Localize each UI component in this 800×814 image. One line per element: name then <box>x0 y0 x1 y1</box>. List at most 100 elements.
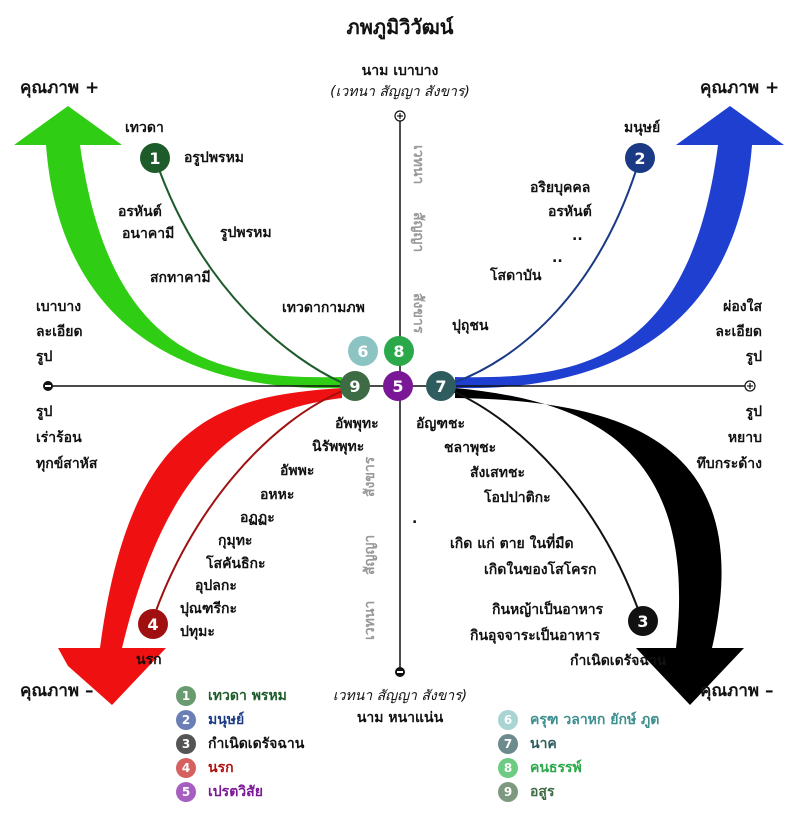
quality-plus-left: คุณภาพ + <box>20 78 99 98</box>
svg-text:2: 2 <box>634 149 645 168</box>
animal-branch-line <box>449 389 643 621</box>
right-top-side-2: ละเอียด <box>715 324 762 340</box>
human-item-1: อริยบุคคล <box>530 180 590 196</box>
left-bottom-side-1: รูป <box>36 404 53 420</box>
animal-item-3: สังเสทชะ <box>470 465 525 481</box>
deva-item-4: รูปพรหม <box>220 225 272 241</box>
vertical-label-top-3: สังขาร <box>410 293 426 334</box>
legend-dot-3: 3 <box>176 734 196 754</box>
red-quality-arrow <box>58 388 342 705</box>
deva-item-2: อรหันต์ <box>118 203 162 220</box>
center-dot: . <box>412 511 417 527</box>
legend-dot-6: 6 <box>498 710 518 730</box>
legend-item-9: 9 อสูร <box>498 781 554 803</box>
legend-item-3: 3 กำเนิดเดรัจฉาน <box>176 733 304 755</box>
node-9: 9 <box>340 371 370 401</box>
legend-label-9: อสูร <box>530 784 555 800</box>
animal-branch-name: กำเนิดเดรัจฉาน <box>570 653 667 669</box>
right-top-side-1: ผ่องใส <box>723 297 762 315</box>
left-top-side-3: รูป <box>36 349 53 365</box>
blue-quality-arrow <box>455 106 784 389</box>
legend-label-3: กำเนิดเดรัจฉาน <box>208 736 305 752</box>
black-quality-arrow <box>455 388 744 705</box>
legend-item-8: 8 คนธรรพ์ <box>498 757 582 779</box>
human-branch-line <box>449 157 641 385</box>
left-bottom-side-2: เร่าร้อน <box>36 430 82 446</box>
hell-item-8: อุปลกะ <box>195 578 237 594</box>
axis-end-bottom <box>395 667 405 677</box>
legend-dot-2: 2 <box>176 710 196 730</box>
svg-text:6: 6 <box>357 342 368 361</box>
legend-label-6: ครุฑ วลาหก ยักษ์ ภูต <box>530 712 660 728</box>
hell-item-5: อฏฏะ <box>240 510 275 526</box>
legend-item-1: 1 เทวดา พรหม <box>176 685 287 707</box>
axis-end-top <box>394 110 406 122</box>
legend-item-5: 5 เปรตวิสัย <box>176 781 263 803</box>
bottom-axis-title: นาม หนาแน่น <box>357 710 444 726</box>
hell-item-9: ปุณฑรีกะ <box>180 601 237 617</box>
quality-minus-left: คุณภาพ – <box>20 681 94 701</box>
top-axis-subtitle: (เวทนา สัญญา สังขาร) <box>330 84 470 100</box>
node-2: 2 <box>625 143 655 173</box>
legend-item-4: 4 นรก <box>176 757 234 779</box>
right-top-side-3: รูป <box>746 349 763 365</box>
axis-end-right <box>744 380 756 392</box>
deva-item-1: อรูปพรหม <box>184 150 244 166</box>
hell-branch-name: นรก <box>136 652 162 668</box>
vertical-label-top-1: เวทนา <box>410 145 426 184</box>
human-item-3: .. <box>572 228 583 244</box>
legend-dot-4: 4 <box>176 758 196 778</box>
right-bottom-side-2: หยาบ <box>728 430 762 446</box>
vertical-label-bottom-3: เวทนา <box>362 601 378 640</box>
hell-item-7: โสคันธิกะ <box>205 554 266 572</box>
deva-branch-name: เทวดา <box>125 120 164 136</box>
quality-plus-right: คุณภาพ + <box>700 78 779 98</box>
human-item-2: อรหันต์ <box>548 203 592 220</box>
vertical-label-top-2: สัญญา <box>410 212 426 252</box>
legend-dot-1: 1 <box>176 686 196 706</box>
animal-item-7: กินหญ้าเป็นอาหาร <box>491 600 603 618</box>
legend-label-7: นาค <box>530 736 557 752</box>
human-item-5: โสดาบัน <box>489 266 542 284</box>
left-top-side-1: เบาบาง <box>36 299 81 315</box>
legend-label-4: นรก <box>208 760 234 776</box>
animal-item-4: โอปปาติกะ <box>483 488 551 506</box>
legend-label-5: เปรตวิสัย <box>208 784 263 800</box>
animal-item-6: เกิดในของโสโครก <box>484 560 597 578</box>
node-6: 6 <box>348 336 378 366</box>
svg-text:4: 4 <box>147 615 158 634</box>
legend-label-2: มนุษย์ <box>208 712 245 728</box>
legend-label-8: คนธรรพ์ <box>530 760 582 776</box>
right-bottom-side-1: รูป <box>746 404 763 420</box>
deva-branch-line <box>154 157 346 385</box>
hell-item-4: อหหะ <box>260 487 294 503</box>
deva-item-6: เทวดากามภพ <box>282 300 365 316</box>
node-4: 4 <box>138 609 168 639</box>
legend-item-6: 6 ครุฑ วลาหก ยักษ์ ภูต <box>498 709 659 731</box>
svg-text:3: 3 <box>637 612 648 631</box>
node-8: 8 <box>384 336 414 366</box>
human-item-4: .. <box>552 250 563 266</box>
animal-item-1: อัญฑชะ <box>416 416 465 432</box>
axis-end-left <box>43 381 53 391</box>
hell-item-6: กุมุทะ <box>218 533 252 549</box>
svg-text:9: 9 <box>349 377 360 396</box>
deva-item-3: อนาคามี <box>122 226 174 242</box>
hell-branch-line <box>151 389 346 623</box>
hell-item-2: นิรัพพุทะ <box>312 439 364 455</box>
legend-dot-9: 9 <box>498 782 518 802</box>
legend-label-1: เทวดา พรหม <box>208 688 287 704</box>
svg-text:5: 5 <box>392 377 403 396</box>
legend-dot-5: 5 <box>176 782 196 802</box>
legend-item-7: 7 นาค <box>498 733 557 755</box>
animal-item-5: เกิด แก่ ตาย ในที่มืด <box>450 533 574 552</box>
left-top-side-2: ละเอียด <box>36 324 83 340</box>
quality-minus-right: คุณภาพ – <box>700 681 774 701</box>
page-title: ภพภูมิวิวัฒน์ <box>347 15 454 41</box>
hell-item-10: ปทุมะ <box>180 624 215 640</box>
human-item-6: ปุถุชน <box>452 318 489 334</box>
left-bottom-side-3: ทุกข์สาหัส <box>36 455 98 472</box>
right-bottom-side-3: ทึบกระด้าง <box>697 455 763 472</box>
node-1: 1 <box>140 143 170 173</box>
